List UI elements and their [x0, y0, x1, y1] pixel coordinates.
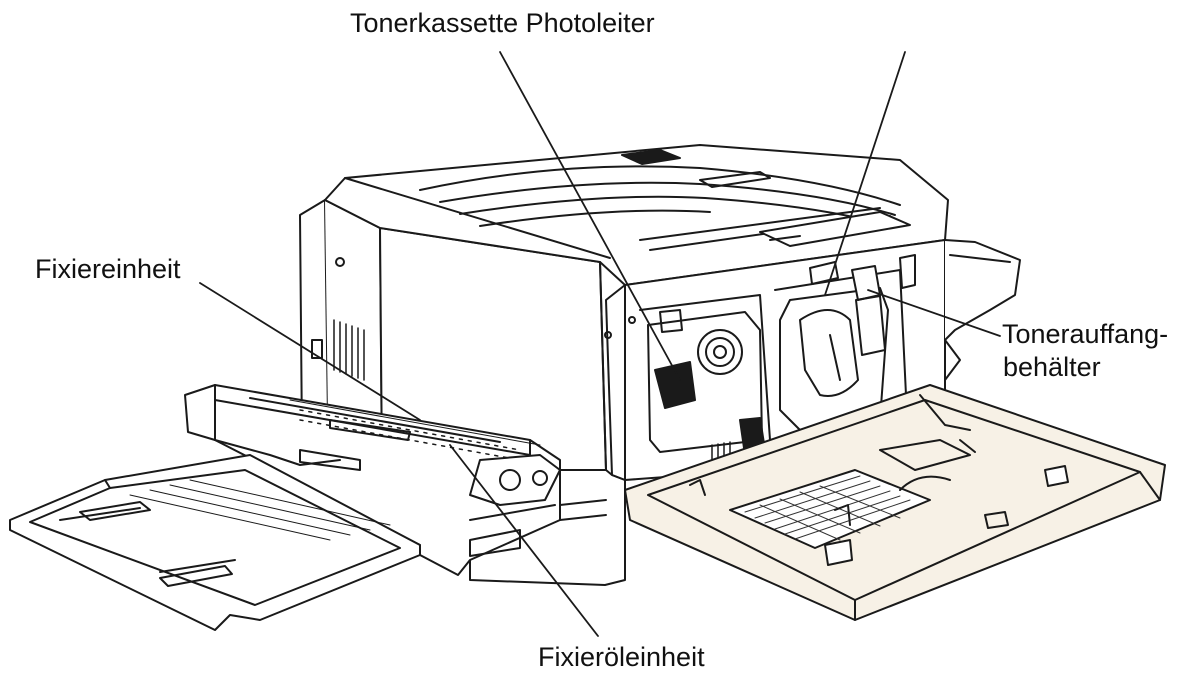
printer-body [299, 144, 949, 586]
leader-photoconductor [824, 51, 906, 296]
leader-fixing-unit [199, 282, 421, 421]
label-waste-toner-line1: Tonerauffang- [1002, 319, 1169, 349]
leader-waste-toner [867, 289, 1001, 337]
label-waste-toner-line2: behälter [1003, 352, 1101, 382]
leader-fuser-oil [449, 444, 599, 637]
fixing-unit-drawer [184, 384, 607, 576]
front-open-door [624, 384, 1166, 621]
label-fixing-unit: Fixiereinheit [35, 254, 181, 284]
label-fuser-oil-unit: Fixieröleinheit [538, 642, 705, 672]
leader-toner-cartridge [499, 51, 681, 381]
leader-lines [199, 51, 1001, 637]
paper-tray [9, 439, 421, 631]
side-output-tray [944, 239, 1021, 381]
label-toner-cartridge-photoconductor: Tonerkassette Photoleiter [350, 8, 655, 38]
